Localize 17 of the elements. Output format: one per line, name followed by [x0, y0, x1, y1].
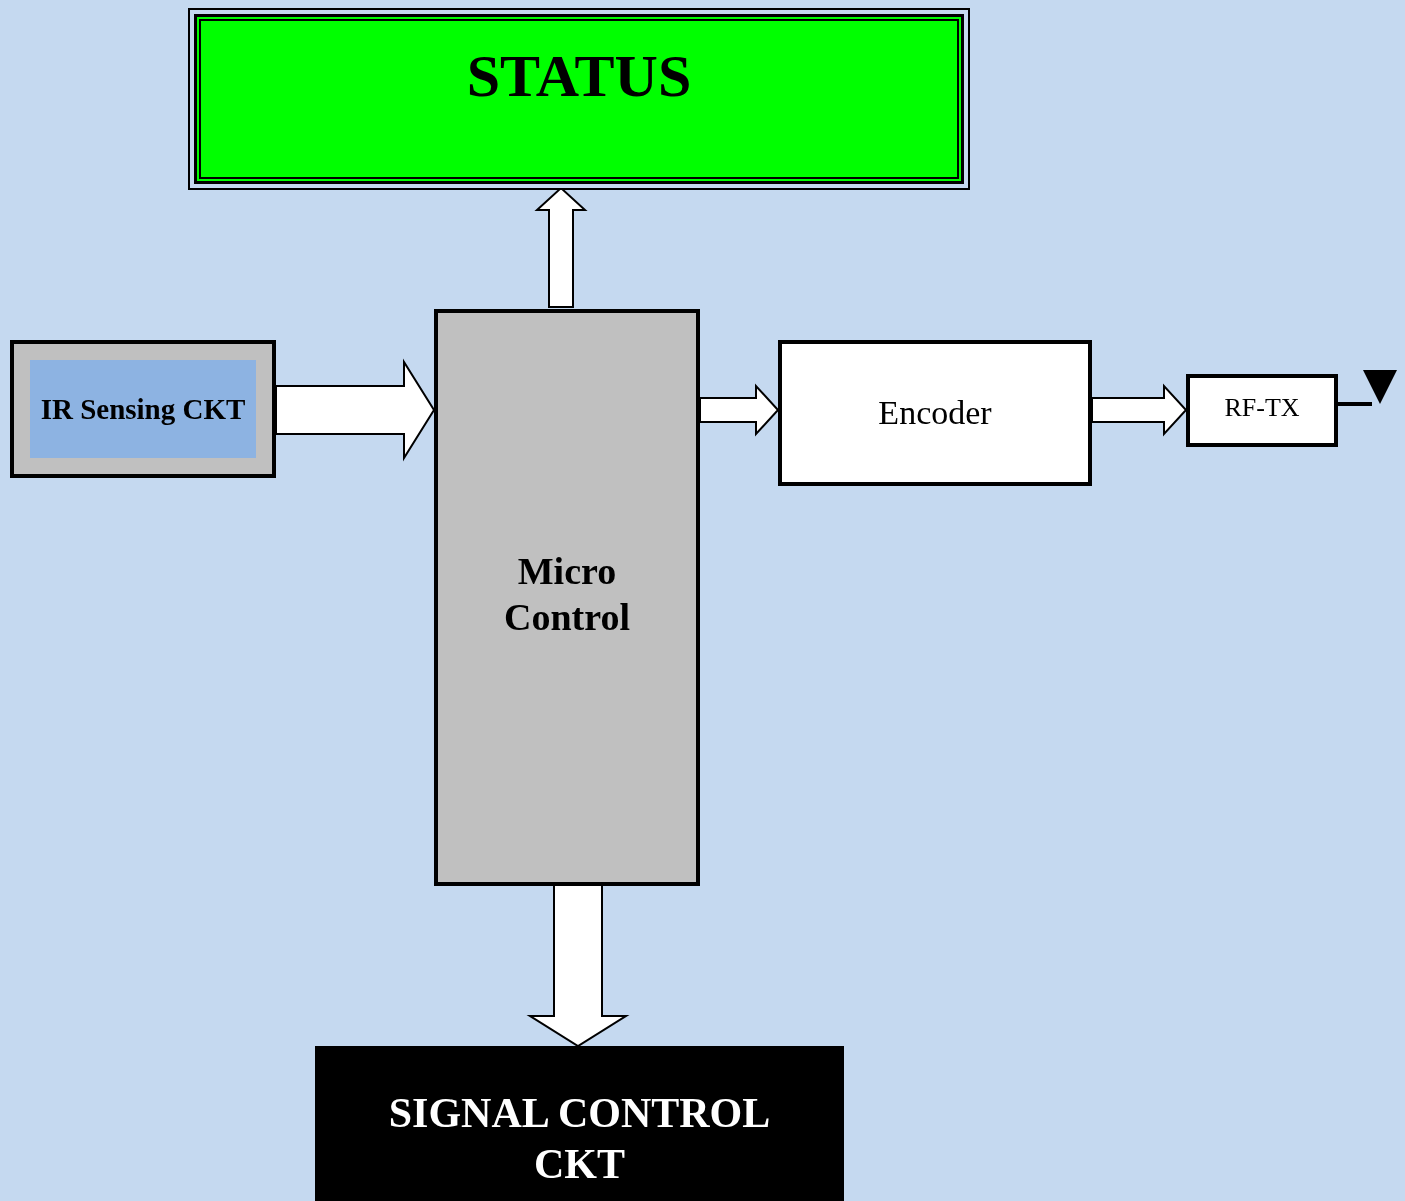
block-arrow: [1091, 383, 1188, 437]
process-box: [10, 340, 276, 478]
node-label: Micro Control: [503, 549, 631, 640]
display-box: [188, 8, 970, 190]
node-label: RF-TX: [1224, 392, 1300, 424]
node-label: IR Sensing CKT: [40, 391, 246, 427]
node-label: SIGNAL CONTROL CKT: [387, 1089, 772, 1189]
node-label: STATUS: [466, 42, 692, 111]
connector-line: [1338, 402, 1372, 406]
process-box: [434, 309, 700, 886]
block-arrow: [699, 383, 780, 437]
process-box: [315, 1046, 844, 1201]
process-box: [778, 340, 1092, 486]
process-box: [1186, 374, 1338, 447]
antenna-icon: [1362, 368, 1398, 406]
node-label: Encoder: [878, 392, 992, 433]
block-arrow: [275, 358, 436, 462]
